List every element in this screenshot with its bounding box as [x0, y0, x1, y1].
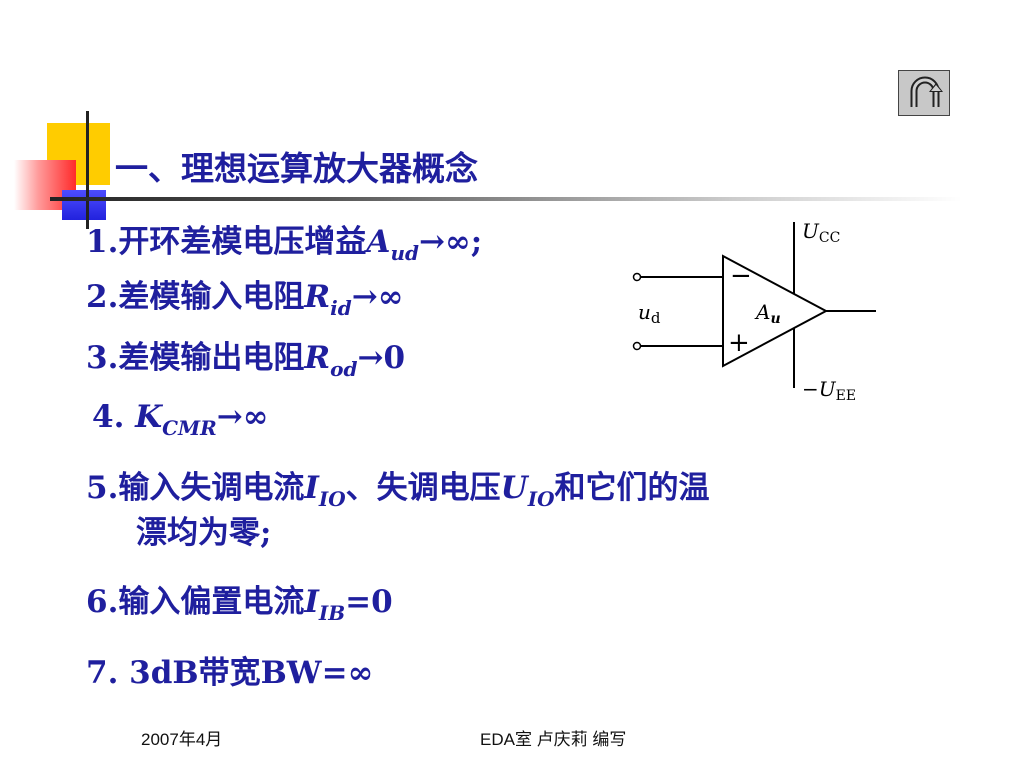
gain-label: Au: [754, 300, 781, 327]
item-tail: 和它们的温: [554, 470, 710, 506]
item-symbol: K: [135, 399, 163, 435]
plus-sign: +: [728, 328, 750, 358]
list-item-5: 5.输入失调电流IIO、失调电压UIO和它们的温: [86, 470, 710, 510]
item-text: 开环差模电压增益: [118, 224, 367, 260]
list-item-6: 6.输入偏置电流IIB=0: [86, 584, 393, 624]
item-subscript: od: [330, 357, 358, 381]
item-tail: →∞;: [418, 224, 483, 260]
back-button[interactable]: [898, 70, 950, 116]
item-symbol: R: [304, 340, 331, 376]
item-symbol: I: [304, 584, 319, 620]
item-text: 差模输出电阻: [118, 340, 305, 376]
item-subscript: ud: [390, 241, 419, 265]
item-text: 输入偏置电流: [118, 584, 305, 620]
item-number: 5.: [86, 470, 119, 506]
item-subscript: IB: [318, 601, 346, 625]
item-subscript: CMR: [162, 416, 217, 440]
item-subscript: id: [330, 296, 352, 320]
item-tail: →0: [357, 340, 406, 376]
item-tail: →∞: [351, 279, 404, 315]
item-symbol: R: [304, 279, 331, 315]
decor-vertical-line: [86, 111, 89, 229]
item-text: 差模输入电阻: [118, 279, 305, 315]
item-subscript: IO: [318, 487, 346, 511]
op-amp-diagram: − + UCC −UEE ud uo Au: [632, 219, 876, 404]
item-symbol: I: [304, 470, 319, 506]
item-text: 输入失调电流: [118, 470, 305, 506]
decor-blue-square: [62, 190, 106, 220]
list-item-5-line-2: 漂均为零;: [136, 515, 272, 551]
item-number: 2.: [86, 279, 119, 315]
item-number: 7.: [86, 655, 130, 691]
item-number: 4.: [92, 399, 136, 435]
item-number: 6.: [86, 584, 119, 620]
item-number: 3.: [86, 340, 119, 376]
item-subscript-2: IO: [527, 487, 555, 511]
footer-date: 2007年4月: [141, 730, 223, 749]
item-number: 1.: [86, 224, 119, 260]
op-amp-triangle: [722, 254, 829, 368]
item-tail: →∞: [216, 399, 269, 435]
footer-author: EDA室 卢庆莉 编写: [480, 730, 627, 749]
item-symbol: A: [366, 224, 391, 260]
item-tail: =0: [345, 584, 393, 620]
list-item-2: 2.差模输入电阻Rid→∞: [86, 279, 404, 319]
list-item-4: 4. KCMR→∞: [92, 399, 269, 439]
u-turn-back-icon: [910, 76, 943, 107]
list-item-1: 1.开环差模电压增益Aud→∞;: [86, 224, 483, 264]
item-text: 3dB带宽BW=∞: [129, 655, 374, 691]
input-terminal-top: [632, 272, 642, 282]
item-mid-text: 、失调电压: [345, 470, 501, 506]
title-underline: [50, 197, 962, 201]
input-voltage-label: ud: [638, 300, 661, 327]
minus-sign: −: [730, 261, 752, 291]
list-item-7: 7. 3dB带宽BW=∞: [86, 658, 373, 689]
item-symbol-2: U: [500, 470, 528, 506]
vcc-label: UCC: [802, 219, 840, 246]
input-terminal-bottom: [632, 341, 642, 351]
list-item-3: 3.差模输出电阻Rod→0: [86, 340, 406, 380]
page-title: 一、理想运算放大器概念: [115, 149, 478, 188]
vee-label: −UEE: [802, 377, 856, 404]
